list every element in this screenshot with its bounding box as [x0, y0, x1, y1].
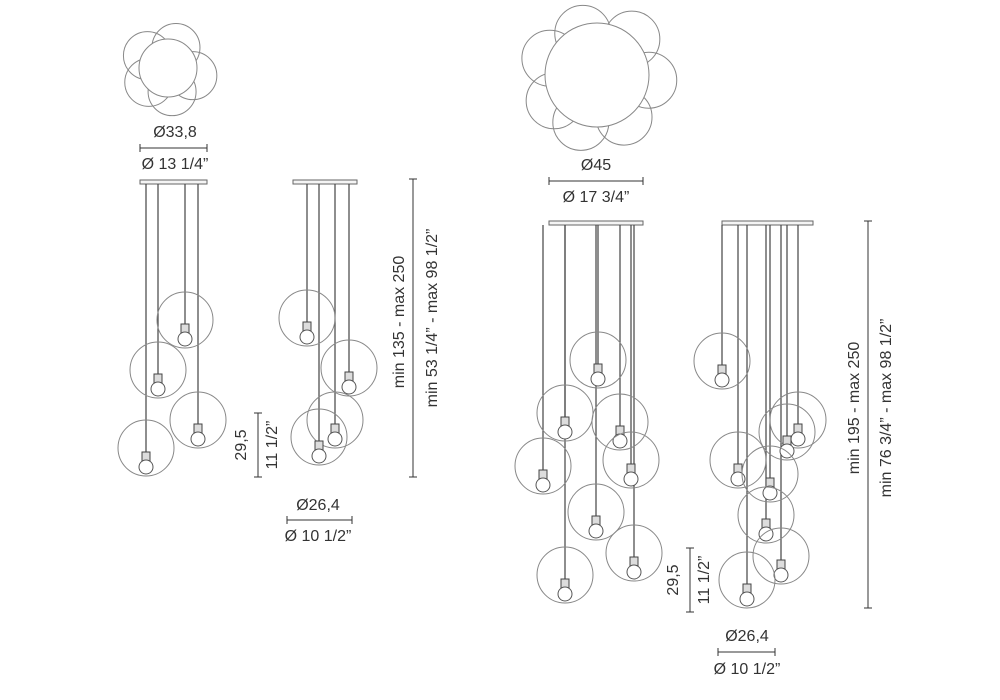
small-front-view-glass-globe: [169, 391, 227, 449]
small-side-view-bulb: [311, 448, 327, 464]
large-side-view-bulb: [730, 471, 746, 487]
small-top-view-center-globe: [138, 38, 198, 98]
small-front-view-glass-globe: [117, 419, 175, 477]
lamp-artwork: [117, 4, 827, 609]
small-globe-diameter-cm: Ø26,4: [296, 497, 340, 514]
large-front-view-glass-globe: [536, 546, 594, 604]
small-globe-height-cm: 29,5: [233, 429, 250, 460]
large-side-view-canopy: [721, 220, 814, 226]
large-front-view-glass-globe: [605, 524, 663, 582]
small-overall-height-dimension: min 135 - max 250 min 53 1/4” - max 98 1…: [391, 178, 441, 478]
large-top-view-center-globe: [544, 22, 650, 128]
large-front-view-bulb: [612, 433, 628, 449]
large-top-diameter-dimension: Ø45 Ø 17 3/4”: [548, 157, 644, 206]
large-globe-height-cm: 29,5: [665, 564, 682, 595]
small-overall-height-in: min 53 1/4” - max 98 1/2”: [424, 229, 441, 408]
large-top-diameter-in: Ø 17 3/4”: [563, 189, 630, 206]
small-side-view-glass-globe: [306, 391, 364, 449]
large-side-view-glass-globe: [737, 486, 795, 544]
small-front-view-bulb: [177, 331, 193, 347]
small-top-diameter-in: Ø 13 1/4”: [142, 156, 209, 173]
large-front-view-bulb: [557, 586, 573, 602]
large-globe-height-dimension: 29,5 11 1/2”: [665, 547, 713, 613]
large-globe-diameter-in: Ø 10 1/2”: [714, 661, 781, 678]
large-side-view-bulb: [758, 526, 774, 542]
large-side-view-glass-globe: [741, 445, 799, 503]
small-globe-diameter-in: Ø 10 1/2”: [285, 528, 352, 545]
large-overall-height-cm: min 195 - max 250: [846, 342, 863, 475]
large-overall-height-in: min 76 3/4” - max 98 1/2”: [878, 319, 895, 498]
large-side-view-bulb: [773, 567, 789, 583]
large-overall-height-dimension: min 195 - max 250 min 76 3/4” - max 98 1…: [846, 220, 895, 609]
large-side-view-bulb: [762, 485, 778, 501]
large-globe-diameter-cm: Ø26,4: [725, 628, 769, 645]
large-side-view-glass-globe: [769, 391, 827, 449]
small-front-view-bulb: [190, 431, 206, 447]
small-overall-height-cm: min 135 - max 250: [391, 256, 408, 389]
large-globe-height-in: 11 1/2”: [696, 556, 713, 605]
large-side-view-glass-globe: [758, 403, 816, 461]
large-side-view-bulb: [739, 591, 755, 607]
small-top-diameter-cm: Ø33,8: [153, 124, 197, 141]
small-front-view-glass-globe: [129, 341, 187, 399]
small-top-diameter-dimension: Ø33,8 Ø 13 1/4”: [139, 124, 209, 173]
large-side-view-bulb: [790, 431, 806, 447]
small-front-view-bulb: [138, 459, 154, 475]
large-front-view-canopy: [548, 220, 644, 226]
large-side-view-bulb: [714, 372, 730, 388]
large-front-view-bulb: [535, 477, 551, 493]
large-front-view-bulb: [557, 424, 573, 440]
small-side-view-canopy: [292, 179, 358, 185]
large-front-view-bulb: [590, 371, 606, 387]
small-front-view-bulb: [150, 381, 166, 397]
small-side-view-bulb: [327, 431, 343, 447]
large-front-view-glass-globe: [567, 483, 625, 541]
large-top-diameter-cm: Ø45: [581, 157, 611, 174]
large-front-view-glass-globe: [591, 393, 649, 451]
small-front-view-canopy: [139, 179, 208, 185]
small-globe-height-dimension: 29,5 11 1/2”: [233, 412, 281, 478]
small-globe-diameter-dimension: Ø26,4 Ø 10 1/2”: [285, 497, 353, 545]
large-globe-diameter-dimension: Ø26,4 Ø 10 1/2”: [714, 628, 781, 678]
large-front-view-bulb: [626, 564, 642, 580]
large-side-view-glass-globe: [709, 431, 767, 489]
small-front-view-glass-globe: [156, 291, 214, 349]
large-front-view-glass-globe: [602, 431, 660, 489]
large-front-view-bulb: [623, 471, 639, 487]
small-side-view-glass-globe: [278, 289, 336, 347]
small-side-view-bulb: [299, 329, 315, 345]
large-front-view-bulb: [588, 523, 604, 539]
small-side-view-bulb: [341, 379, 357, 395]
large-front-view-glass-globe: [569, 331, 627, 389]
large-side-view-glass-globe: [718, 551, 776, 609]
large-front-view-glass-globe: [514, 437, 572, 495]
large-side-view-glass-globe: [752, 527, 810, 585]
small-side-view-glass-globe: [290, 408, 348, 466]
small-globe-height-in: 11 1/2”: [264, 421, 281, 470]
large-side-view-glass-globe: [693, 332, 751, 390]
